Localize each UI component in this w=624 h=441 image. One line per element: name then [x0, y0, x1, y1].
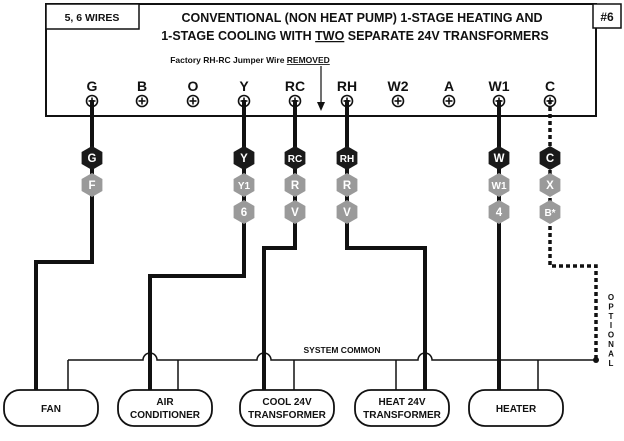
terminal-screw-o[interactable] — [186, 94, 200, 108]
device-label-line2: TRANSFORMER — [248, 410, 327, 421]
wire-tag-text: W1 — [492, 181, 507, 192]
device-label-line1: AIR — [156, 397, 174, 408]
wire-tag-text: X — [546, 180, 554, 192]
wire-tag-text: 6 — [241, 207, 247, 219]
wire-rc-to-cool-transformer — [262, 100, 297, 390]
device-label-line2: CONDITIONER — [130, 410, 201, 421]
wire-tag-w1-1: W1 — [488, 173, 510, 197]
wire-tag-rh-2: V — [336, 200, 358, 224]
wires-count-box — [45, 3, 140, 30]
device-cool: COOL 24V TRANSFORMER — [239, 389, 335, 427]
wire-g-to-fan — [34, 100, 94, 390]
device-heat: HEAT 24V TRANSFORMER — [354, 389, 450, 427]
terminal-label-rc: RC — [285, 78, 305, 94]
system-common-label: SYSTEM COMMON — [304, 345, 381, 355]
title-line-2-post: SEPARATE 24V TRANSFORMERS — [344, 29, 548, 43]
wire-tag-text: C — [546, 153, 554, 165]
wire-tags: G F Y Y1 6 RC R V RH R V W W1 4 C X B* — [81, 146, 561, 224]
title-line-2-pre: 1-STAGE COOLING WITH — [161, 29, 315, 43]
wire-tag-text: Y — [240, 153, 248, 165]
device-label-line1: HEAT 24V — [378, 397, 425, 408]
optional-letter: P — [608, 302, 614, 311]
device-fan: FAN — [3, 389, 99, 427]
terminal-label-g: G — [87, 78, 98, 94]
terminal-label-w1: W1 — [489, 78, 510, 94]
wire-tag-y-2: 6 — [233, 200, 255, 224]
wire-tag-g-1: F — [81, 173, 103, 197]
device-heater: HEATER — [468, 389, 564, 427]
optional-letter: N — [608, 340, 614, 349]
wire-tag-text: F — [88, 180, 95, 192]
jumper-note: Factory RH-RC Jumper Wire REMOVED — [170, 55, 330, 65]
terminal-screw-b[interactable] — [135, 94, 149, 108]
wire-tag-text: V — [343, 207, 351, 219]
wire-tag-text: W — [494, 153, 505, 165]
diagram-number-box — [592, 3, 622, 29]
wire-tag-rh-0: RH — [336, 146, 358, 170]
wire-layer: SYSTEM COMMON — [34, 100, 599, 390]
device-label-line1: COOL 24V — [262, 397, 312, 408]
wire-tag-w1-2: 4 — [488, 200, 510, 224]
terminal-label-a: A — [444, 78, 454, 94]
diagram-number: #6 — [600, 10, 614, 24]
wire-tag-text: R — [343, 180, 352, 192]
device-label: FAN — [41, 404, 61, 415]
jumper-note-emph: REMOVED — [287, 55, 330, 65]
wire-tag-text: R — [291, 180, 300, 192]
terminal-screw-a[interactable] — [442, 94, 456, 108]
wire-tag-c-1: X — [539, 173, 561, 197]
title-line-1: CONVENTIONAL (NON HEAT PUMP) 1-STAGE HEA… — [181, 11, 542, 25]
wire-tag-c-2: B* — [539, 200, 561, 224]
optional-letter: O — [608, 293, 614, 302]
terminal-label-b: B — [137, 78, 147, 94]
wire-tag-rc-0: RC — [284, 146, 306, 170]
system-common-line — [68, 352, 596, 361]
wire-tag-rc-2: V — [284, 200, 306, 224]
terminal-label-c: C — [545, 78, 555, 94]
wire-tag-text: RH — [340, 154, 354, 165]
wire-tag-rc-1: R — [284, 173, 306, 197]
wire-tag-c-0: C — [539, 146, 561, 170]
device-label-line2: TRANSFORMER — [363, 410, 442, 421]
optional-letter: A — [608, 349, 614, 358]
optional-letter: L — [609, 359, 614, 368]
wire-tag-text: Y1 — [238, 181, 251, 192]
terminal-screw-w2[interactable] — [391, 94, 405, 108]
wire-tag-y-1: Y1 — [233, 173, 255, 197]
wires-count-label: 5, 6 WIRES — [65, 12, 120, 24]
wire-tag-y-0: Y — [233, 146, 255, 170]
wire-c-optional — [548, 100, 598, 360]
optional-letter: O — [608, 331, 614, 340]
jumper-arrow-head — [317, 102, 325, 111]
wire-tag-w1-0: W — [488, 146, 510, 170]
jumper-note-pre: Factory RH-RC Jumper Wire — [170, 55, 287, 65]
device-label: HEATER — [496, 404, 537, 415]
terminal-label-y: Y — [239, 78, 249, 94]
title-line-2-emph: TWO — [315, 29, 344, 43]
wire-tag-text: 4 — [496, 207, 503, 219]
wire-tag-text: V — [291, 207, 299, 219]
optional-letter: T — [609, 312, 614, 321]
wire-tag-text: G — [88, 153, 97, 165]
wire-tag-text: B* — [544, 208, 555, 219]
optional-letter: I — [610, 321, 612, 330]
title-line-2: 1-STAGE COOLING WITH TWO SEPARATE 24V TR… — [161, 29, 549, 43]
terminal-label-w2: W2 — [388, 78, 409, 94]
wire-tag-rh-1: R — [336, 173, 358, 197]
terminal-label-rh: RH — [337, 78, 357, 94]
wire-tag-g-0: G — [81, 146, 103, 170]
wire-tag-text: RC — [288, 154, 302, 165]
device-ac: AIR CONDITIONER — [117, 389, 213, 427]
terminal-label-o: O — [188, 78, 199, 94]
wire-y-to-ac — [148, 100, 246, 390]
